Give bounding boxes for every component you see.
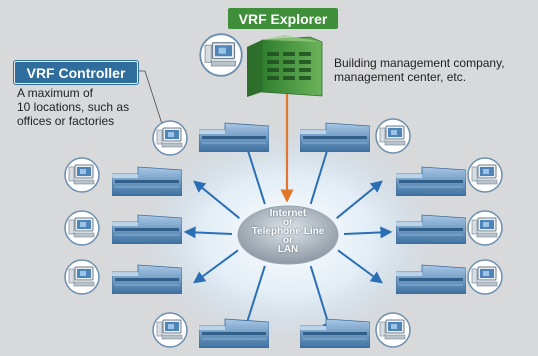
arrow-icon: [193, 180, 240, 219]
network-label: Internet or Telephone Line or LAN: [238, 208, 338, 255]
computer-icon: [64, 210, 100, 246]
computer-icon: [64, 157, 100, 193]
factory-icon: [199, 122, 269, 152]
computer-icon: [467, 210, 503, 246]
network-label-line: or: [283, 235, 293, 246]
arrow-icon: [337, 249, 383, 284]
explorer-computer-icon: [199, 33, 243, 77]
arrow-icon: [343, 226, 393, 239]
network-label-line: LAN: [277, 244, 299, 255]
building-icon: [247, 35, 323, 97]
network-label-line: Internet: [269, 208, 307, 219]
building-caption-line: management center, etc.: [334, 70, 467, 84]
computer-icon: [375, 312, 411, 348]
network-hub: [237, 205, 339, 265]
factory-icon: [112, 264, 182, 294]
arrow-icon: [183, 226, 233, 239]
computer-icon: [467, 157, 503, 193]
network-label-line: Telephone Line: [251, 226, 325, 237]
locations-caption: A maximum of 10 locations, such as offic…: [17, 86, 129, 128]
locations-caption-line: 10 locations, such as: [17, 100, 130, 114]
network-label-line: or: [283, 217, 293, 228]
building-caption-line: Building management company,: [334, 56, 505, 70]
arrow-icon: [193, 249, 239, 284]
factory-icon: [112, 214, 182, 244]
vrf-controller-label: VRF Controller: [14, 61, 138, 84]
factory-icon: [300, 122, 370, 152]
locations-caption-line: A maximum of: [17, 86, 94, 100]
arrow-icon: [336, 180, 383, 219]
computer-icon: [467, 259, 503, 295]
factory-icon: [112, 166, 182, 196]
computer-icon: [375, 118, 411, 154]
controller-pointer: [137, 70, 163, 125]
locations-caption-line: offices or factories: [17, 114, 115, 128]
computer-icon: [152, 120, 188, 156]
computer-icon: [64, 259, 100, 295]
vrf-explorer-label: VRF Explorer: [228, 8, 338, 29]
computer-icon: [152, 312, 188, 348]
building-caption: Building management company, management …: [334, 56, 505, 84]
